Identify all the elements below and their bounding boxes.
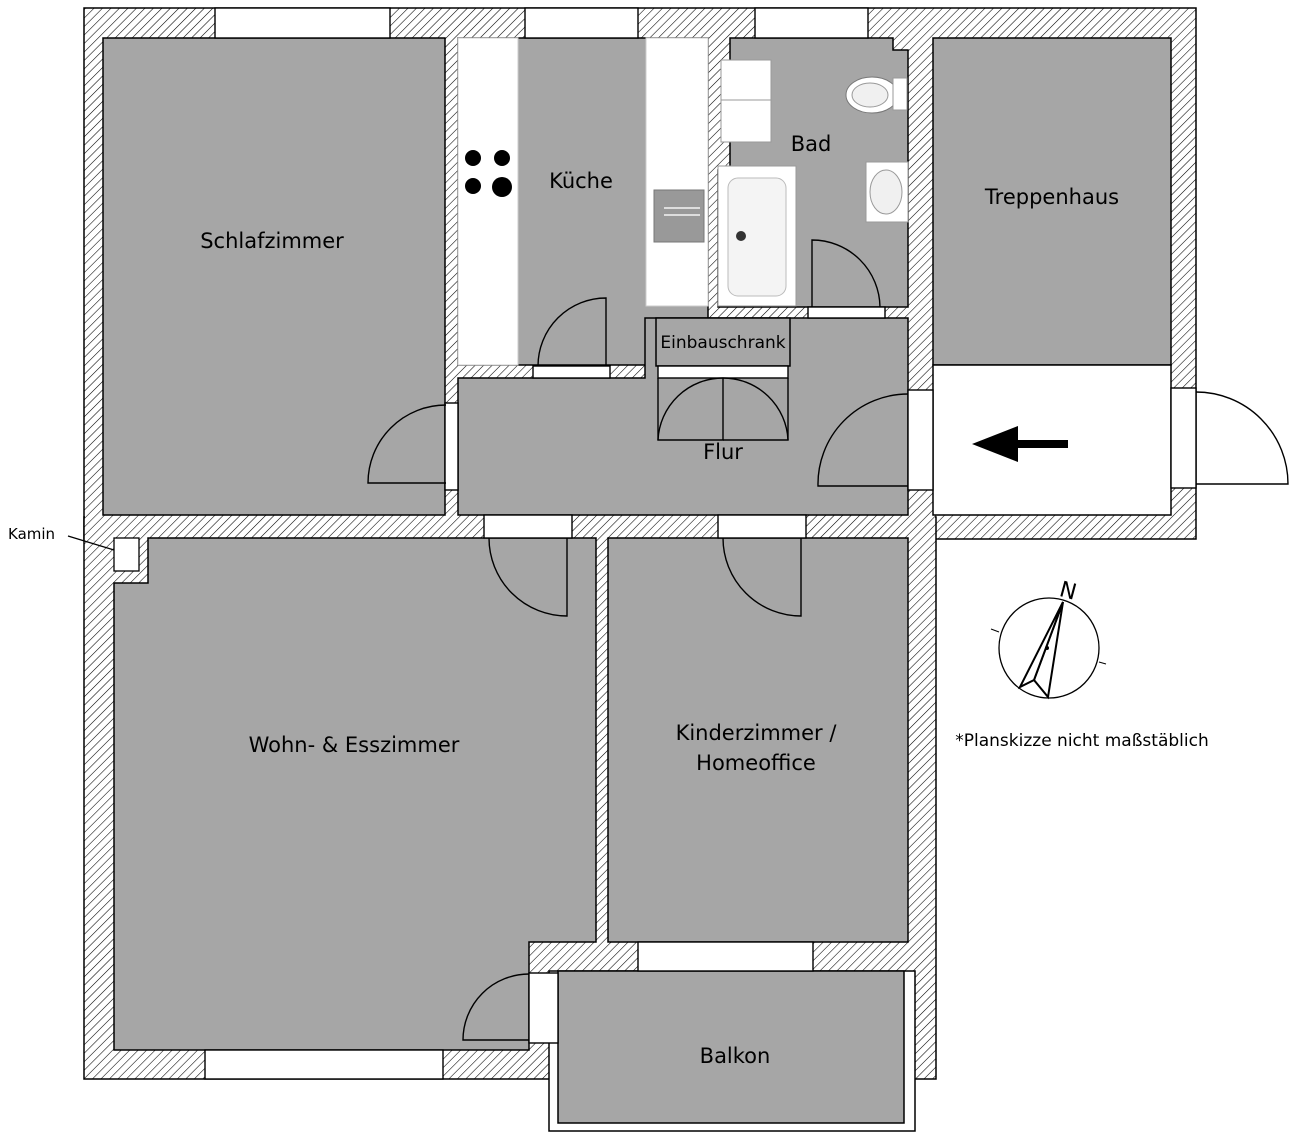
label-bad: Bad <box>791 132 832 156</box>
room-einbauschrank <box>655 317 791 367</box>
label-treppenhaus: Treppenhaus <box>984 185 1119 209</box>
kamin-label: Kamin <box>8 525 55 543</box>
room-balkon <box>557 970 905 1124</box>
door-swings <box>367 239 1289 1041</box>
bath-fixtures <box>717 59 909 307</box>
door-openings <box>444 306 886 1044</box>
rooms <box>102 37 1172 1132</box>
kamin: Kamin <box>8 525 140 572</box>
compass-north-label: N <box>1057 577 1079 605</box>
room-flur <box>457 317 909 516</box>
room-wohnzimmer <box>113 537 597 1051</box>
label-balkon: Balkon <box>700 1044 771 1068</box>
compass-icon: N <box>990 577 1107 700</box>
label-kinderzimmer: Kinderzimmer / <box>676 721 838 745</box>
room-labels: Schlafzimmer Küche Bad Treppenhaus Einba… <box>200 132 1119 1068</box>
label-einbauschrank: Einbauschrank <box>660 333 785 353</box>
label-wohnzimmer: Wohn- & Esszimmer <box>249 733 460 757</box>
windows <box>204 7 1197 1080</box>
label-kueche: Küche <box>549 169 613 193</box>
label-flur: Flur <box>703 440 743 464</box>
scale-note: *Planskizze nicht maßstäblich <box>955 731 1208 751</box>
kitchen-fixtures <box>457 37 709 366</box>
label-homeoffice: Homeoffice <box>696 751 816 775</box>
room-schlafzimmer <box>102 37 446 516</box>
room-treppenhaus <box>932 37 1172 366</box>
label-schlafzimmer: Schlafzimmer <box>200 229 344 253</box>
arrow-left-icon <box>972 426 1068 462</box>
stove-icon <box>465 150 481 166</box>
